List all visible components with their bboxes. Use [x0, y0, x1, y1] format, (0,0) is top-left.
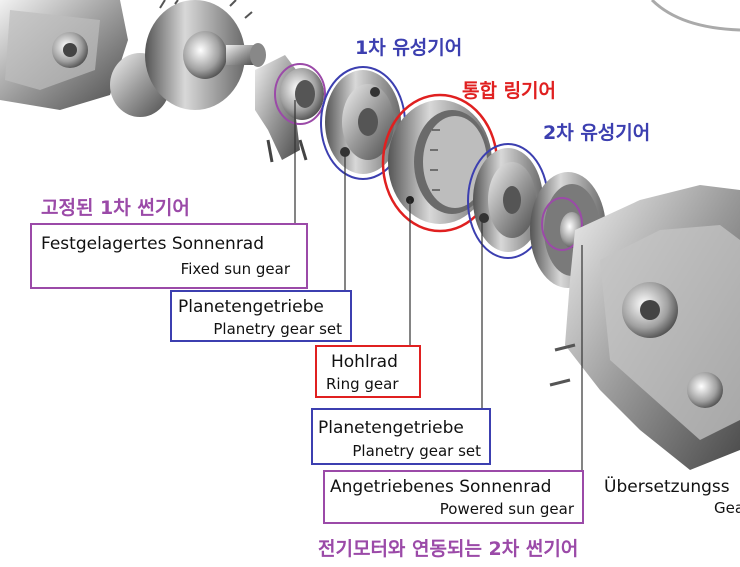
fixed-sun-highlight — [274, 63, 326, 125]
callout-powered-sun-en: Powered sun gear — [439, 500, 574, 518]
callout-fixed-sun-en: Fixed sun gear — [180, 260, 290, 278]
callout-powered-sun-de: Angetriebenes Sonnenrad — [330, 477, 552, 497]
label-integrated-ring: 통합 링기어 — [462, 80, 557, 102]
callout-gearbox-en: Gea — [714, 499, 740, 517]
callout-planetary-gear-set-2: Planetengetriebe Planetry gear set — [311, 408, 491, 465]
callout-planet1-en: Planetry gear set — [213, 320, 342, 338]
label-stage1-planetary: 1차 유성기어 — [355, 37, 463, 59]
gearbox-housing — [549, 185, 740, 470]
callout-planetary-gear-set-1: Planetengetriebe Planetry gear set — [170, 290, 352, 342]
carrier-bracket — [255, 55, 324, 163]
callout-fixed-sun-de: Festgelagertes Sonnenrad — [41, 234, 265, 254]
background-curve — [650, 0, 740, 32]
callout-planet1-de: Planetengetriebe — [178, 297, 324, 317]
callout-gearbox-de: Übersetzungss — [604, 477, 730, 497]
callout-ring-en: Ring gear — [326, 375, 399, 393]
callout-powered-sun-gear: Angetriebenes Sonnenrad Powered sun gear — [323, 470, 584, 524]
planetary-gear-set-2 — [473, 148, 543, 252]
callout-gearbox-partial: Übersetzungss Gea — [604, 475, 740, 520]
callout-ring-de: Hohlrad — [331, 352, 398, 372]
left-housing-part — [0, 0, 128, 110]
callout-planet2-de: Planetengetriebe — [318, 418, 464, 438]
label-powered-sun-stage2: 전기모터와 연동되는 2차 썬기어 — [318, 538, 579, 560]
planetary-gear-set-1 — [325, 70, 401, 174]
callout-fixed-sun-gear: Festgelagertes Sonnenrad Fixed sun gear — [30, 223, 308, 289]
powered-sun-highlight — [541, 197, 583, 251]
integrated-ring-gear — [388, 100, 492, 224]
callout-ring-gear: Hohlrad Ring gear — [315, 345, 421, 398]
differential-gears — [110, 0, 266, 117]
callout-planet2-en: Planetry gear set — [352, 442, 481, 460]
label-stage2-planetary: 2차 유성기어 — [543, 122, 651, 144]
label-fixed-sun-stage1: 고정된 1차 썬기어 — [41, 197, 190, 219]
